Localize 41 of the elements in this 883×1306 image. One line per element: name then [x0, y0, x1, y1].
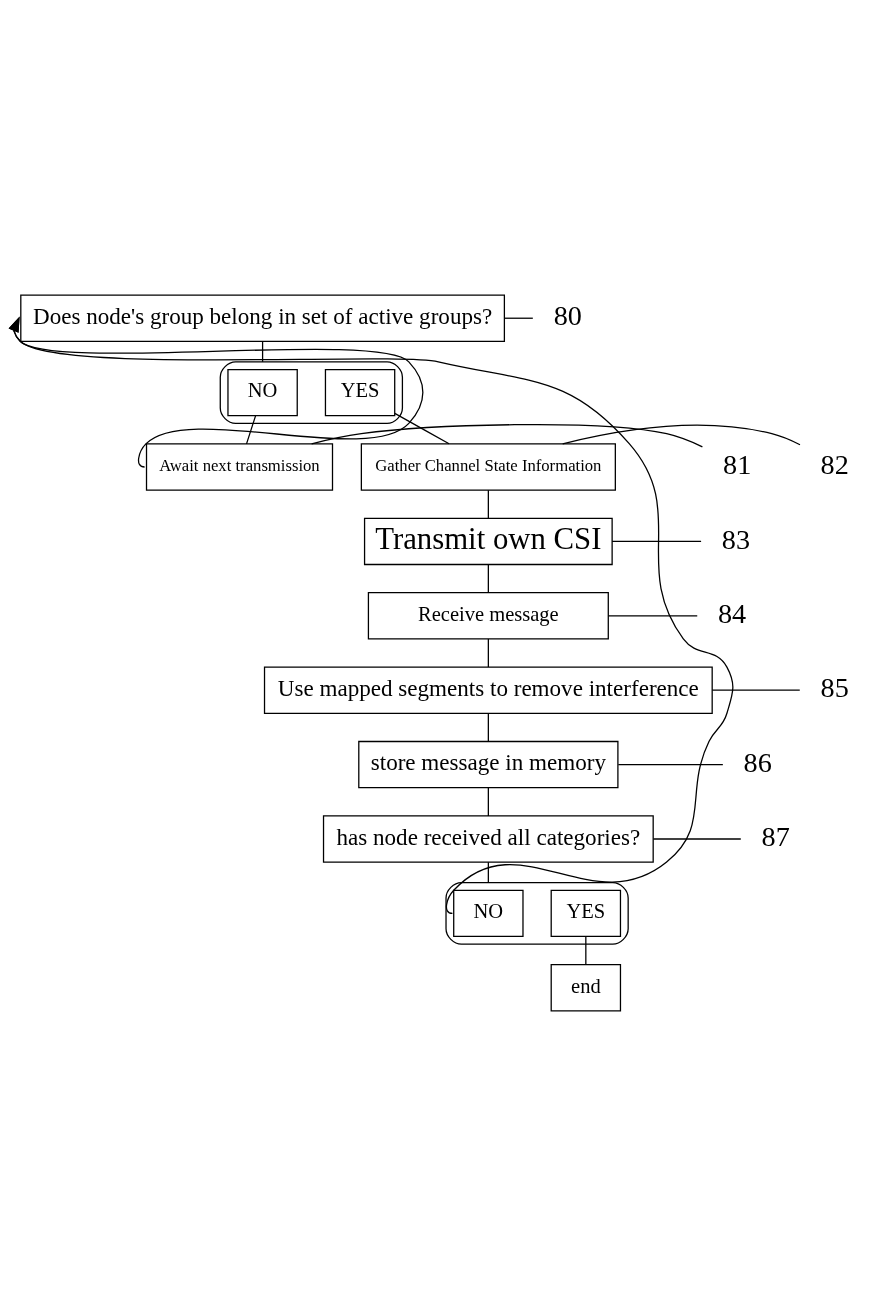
node-text: 81 [723, 449, 752, 481]
node-box: has node received all categories? [322, 815, 654, 863]
connector [711, 689, 801, 691]
connector [617, 763, 724, 766]
connector [652, 838, 742, 840]
node-box: Gather Channel State Information [360, 443, 616, 491]
node-text: 84 [717, 597, 747, 629]
node-text: 80 [553, 300, 582, 332]
node-box: YES [550, 889, 622, 938]
node-text: 86 [743, 746, 772, 778]
connector [394, 412, 450, 445]
node-box: Transmit own CSI [363, 517, 613, 566]
connector [562, 424, 801, 446]
connector [611, 540, 702, 543]
node-text: 85 [820, 672, 849, 704]
connector [585, 935, 587, 966]
connector [487, 564, 489, 594]
node-box: store message in memory [358, 740, 619, 789]
connector [504, 317, 534, 319]
connector [487, 787, 489, 817]
connector [487, 712, 489, 743]
connector [245, 415, 257, 445]
node-text: 87 [761, 821, 790, 853]
node-text: 83 [721, 523, 751, 555]
node-box: Receive message [367, 592, 609, 640]
node-box: end [550, 964, 622, 1012]
cluster [445, 881, 629, 945]
connector [487, 638, 489, 668]
node-box: YES [324, 368, 396, 417]
node-text: 82 [820, 449, 849, 481]
node-box: Await next transmission [145, 443, 334, 491]
node-box: NO [453, 889, 524, 938]
connector [311, 423, 704, 448]
connector [261, 340, 264, 363]
connector [607, 615, 698, 617]
node-box: NO [227, 368, 298, 417]
connector [487, 861, 489, 884]
node-box: Use mapped segments to remove interference [263, 666, 713, 714]
cluster [219, 361, 404, 425]
node-box: Does node's group belong in set of active groups? [20, 294, 505, 342]
connector [487, 489, 489, 519]
